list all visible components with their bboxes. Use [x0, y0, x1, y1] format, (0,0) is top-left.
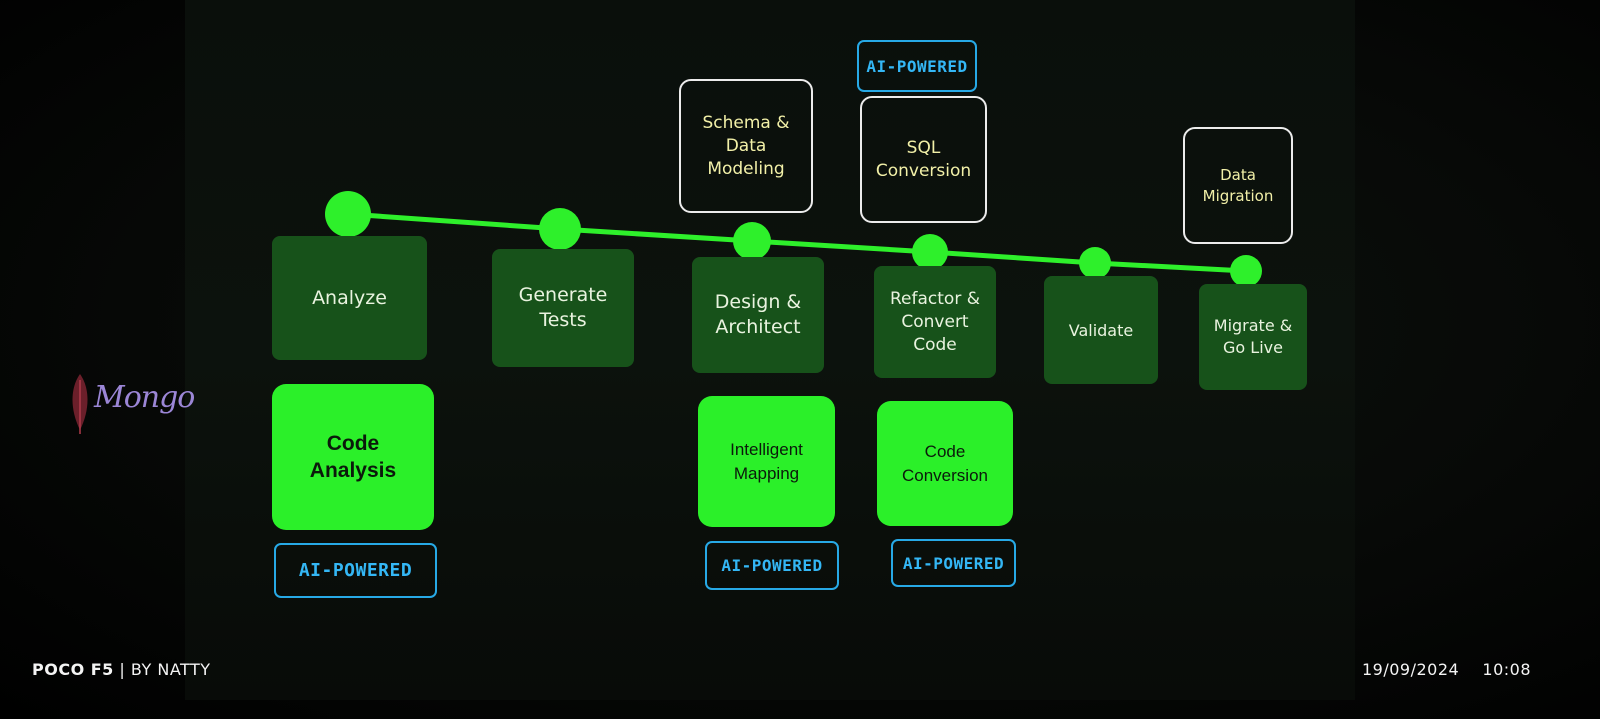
stage-refactor-convert: Refactor & Convert Code [874, 266, 996, 378]
timeline-dot-generate-tests [539, 208, 581, 250]
watermark-separator: | [119, 660, 126, 679]
ai-powered-badge-sql-conversion: AI-POWERED [857, 40, 977, 92]
logo-text: Mongo [94, 380, 195, 415]
timeline-dot-analyze [325, 191, 371, 237]
mongodb-leaf-icon [72, 374, 88, 434]
card-schema-data-modeling: Schema & Data Modeling [679, 79, 813, 213]
mongo-logo: Mongo [68, 372, 198, 434]
watermark-datetime: 19/09/2024 10:08 [1362, 660, 1531, 679]
watermark-device: POCO F5 [32, 660, 114, 679]
timeline-dot-validate [1079, 247, 1111, 279]
ai-tool-code-analysis: Code Analysis [272, 384, 434, 530]
stage-validate: Validate [1044, 276, 1158, 384]
stage-analyze: Analyze [272, 236, 427, 360]
ai-powered-badge-code-conversion: AI-POWERED [891, 539, 1016, 587]
card-data-migration: Data Migration [1183, 127, 1293, 244]
watermark-time: 10:08 [1482, 660, 1532, 679]
timeline-dot-refactor [912, 234, 948, 270]
stage-migrate-go-live: Migrate & Go Live [1199, 284, 1307, 390]
watermark-author: BY NATTY [130, 660, 211, 679]
timeline-line [345, 211, 1249, 274]
ai-tool-code-conversion: Code Conversion [877, 401, 1013, 526]
timeline-dot-design [733, 222, 771, 260]
timeline-dot-migrate [1230, 255, 1262, 287]
ai-powered-badge-code-analysis: AI-POWERED [274, 543, 437, 598]
watermark-date: 19/09/2024 [1362, 660, 1460, 679]
stage-generate-tests: Generate Tests [492, 249, 634, 367]
stage-design-architect: Design & Architect [692, 257, 824, 373]
watermark-device-info: POCO F5 | BY NATTY [32, 660, 211, 679]
ai-powered-badge-intelligent-mapping: AI-POWERED [705, 541, 839, 590]
ai-tool-intelligent-mapping: Intelligent Mapping [698, 396, 835, 527]
card-sql-conversion: SQL Conversion [860, 96, 987, 223]
